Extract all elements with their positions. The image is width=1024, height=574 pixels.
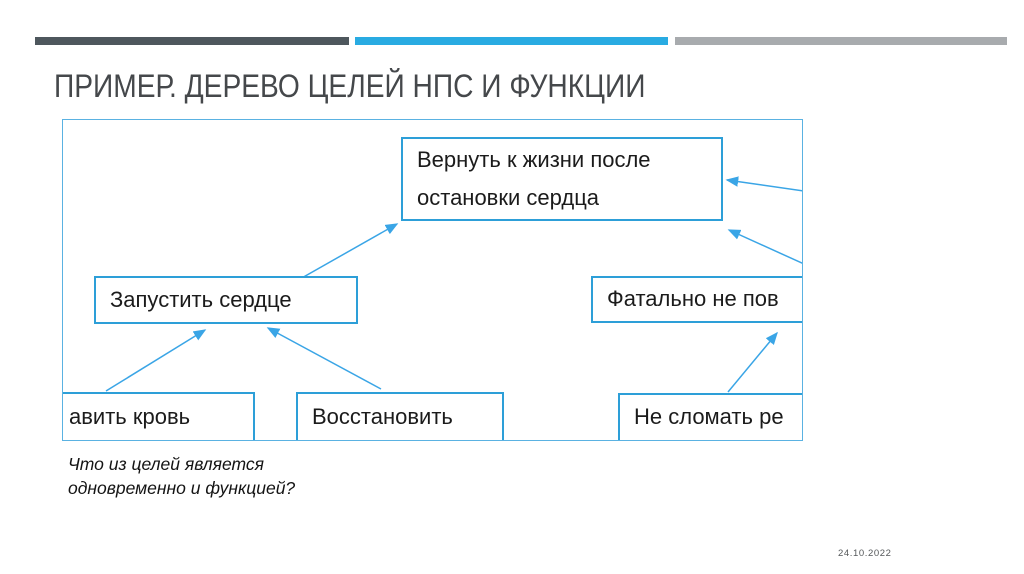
question-text: Что из целей является одновременно и фун…: [68, 454, 296, 498]
arrow-start-to-root: [299, 223, 399, 280]
node-restore-label: Восстановить: [312, 404, 453, 430]
node-fatal-label: Фатально не пов: [607, 286, 779, 312]
node-start-heart-label: Запустить сердце: [110, 286, 292, 312]
slide-title: ПРИМЕР. ДЕРЕВО ЦЕЛЕЙ НПС И ФУНКЦИИ: [54, 68, 646, 104]
node-blood-label: авить кровь: [69, 404, 191, 430]
arrow-ribs-to-fatal: [727, 331, 778, 393]
arrow-right1-to-root: [725, 176, 802, 192]
node-root: Вернуть к жизни после остановки сердца: [401, 137, 723, 221]
top-bar-accent: [355, 37, 668, 45]
top-bar-gray: [675, 37, 1007, 45]
diagram-canvas: Вернуть к жизни после остановки сердца З…: [62, 119, 803, 441]
top-bar-dark: [35, 37, 349, 45]
node-root-label: Вернуть к жизни после остановки сердца: [417, 147, 651, 210]
node-ribs-label: Не сломать ре: [634, 404, 784, 430]
node-fatal: Фатально не пов: [591, 276, 802, 323]
node-ribs: Не сломать ре: [618, 393, 802, 440]
date-label: 24.10.2022: [838, 548, 892, 559]
arrow-restore-to-start: [266, 327, 382, 390]
node-start-heart: Запустить сердце: [94, 276, 358, 324]
arrow-blood-to-start: [105, 329, 207, 392]
node-blood: авить кровь: [63, 392, 255, 440]
arrow-right2-to-root: [727, 229, 802, 264]
node-restore: Восстановить: [296, 392, 504, 440]
